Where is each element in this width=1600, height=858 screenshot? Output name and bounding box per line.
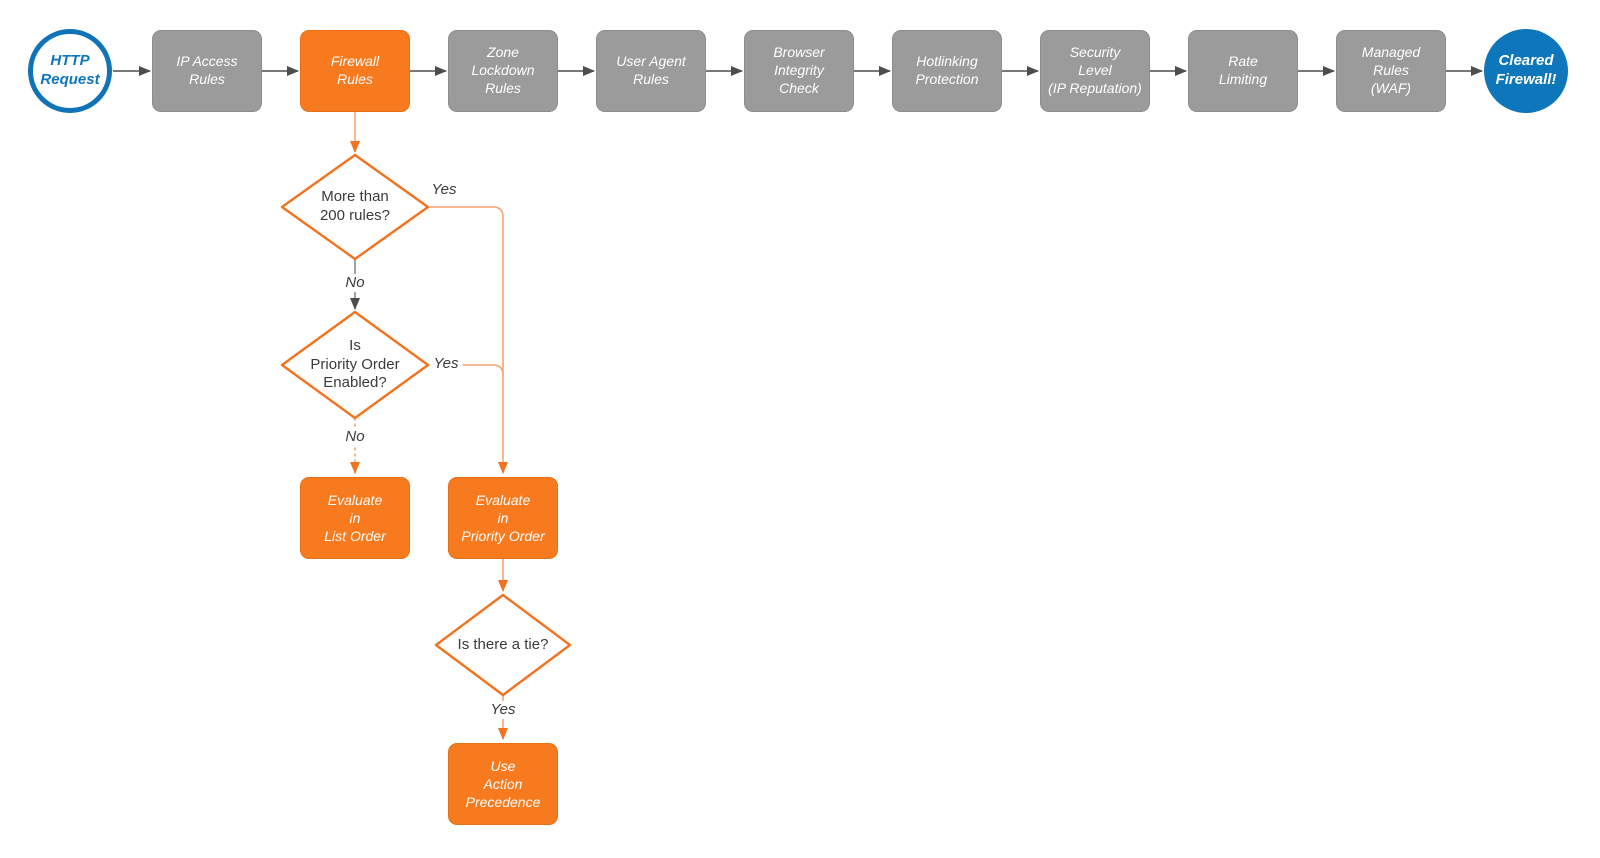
node-http-request: HTTP Request	[28, 29, 112, 113]
node-security-level: Security Level (IP Reputation)	[1040, 30, 1150, 112]
decision-priority-enabled-label: Is Priority Order Enabled?	[310, 336, 400, 392]
node-user-agent-rules: User Agent Rules	[596, 30, 706, 112]
edge-label-tie-yes: Yes	[486, 701, 520, 719]
decision-priority-enabled-shape	[280, 310, 430, 420]
node-ip-access-rules: IP Access Rules	[152, 30, 262, 112]
node-use-action-precedence: Use Action Precedence	[448, 743, 558, 825]
node-evaluate-list-order: Evaluate in List Order	[300, 477, 410, 559]
node-zone-lockdown-rules: Zone Lockdown Rules	[448, 30, 558, 112]
node-hotlinking-protection: Hotlinking Protection	[892, 30, 1002, 112]
decision-rules-count-shape	[280, 153, 430, 261]
decision-rules-count-label: More than 200 rules?	[319, 188, 391, 224]
node-evaluate-priority-order: Evaluate in Priority Order	[448, 477, 558, 559]
node-cleared-firewall: Cleared Firewall!	[1484, 29, 1568, 113]
decision-tie-label: Is there a tie?	[457, 635, 549, 653]
node-rate-limiting: Rate Limiting	[1188, 30, 1298, 112]
node-managed-rules-waf: Managed Rules (WAF)	[1336, 30, 1446, 112]
edge-rules-count-yes	[428, 206, 508, 474]
edge-label-priority-enabled-yes: Yes	[429, 355, 463, 373]
decision-tie-shape	[434, 593, 572, 697]
edge-priority-enabled-yes	[428, 364, 504, 376]
node-browser-integrity-check: Browser Integrity Check	[744, 30, 854, 112]
edge-label-rules-count-yes: Yes	[431, 181, 457, 198]
node-firewall-rules: Firewall Rules	[300, 30, 410, 112]
edge-label-rules-count-no: No	[341, 274, 369, 292]
edge-label-priority-enabled-no: No	[341, 428, 369, 446]
